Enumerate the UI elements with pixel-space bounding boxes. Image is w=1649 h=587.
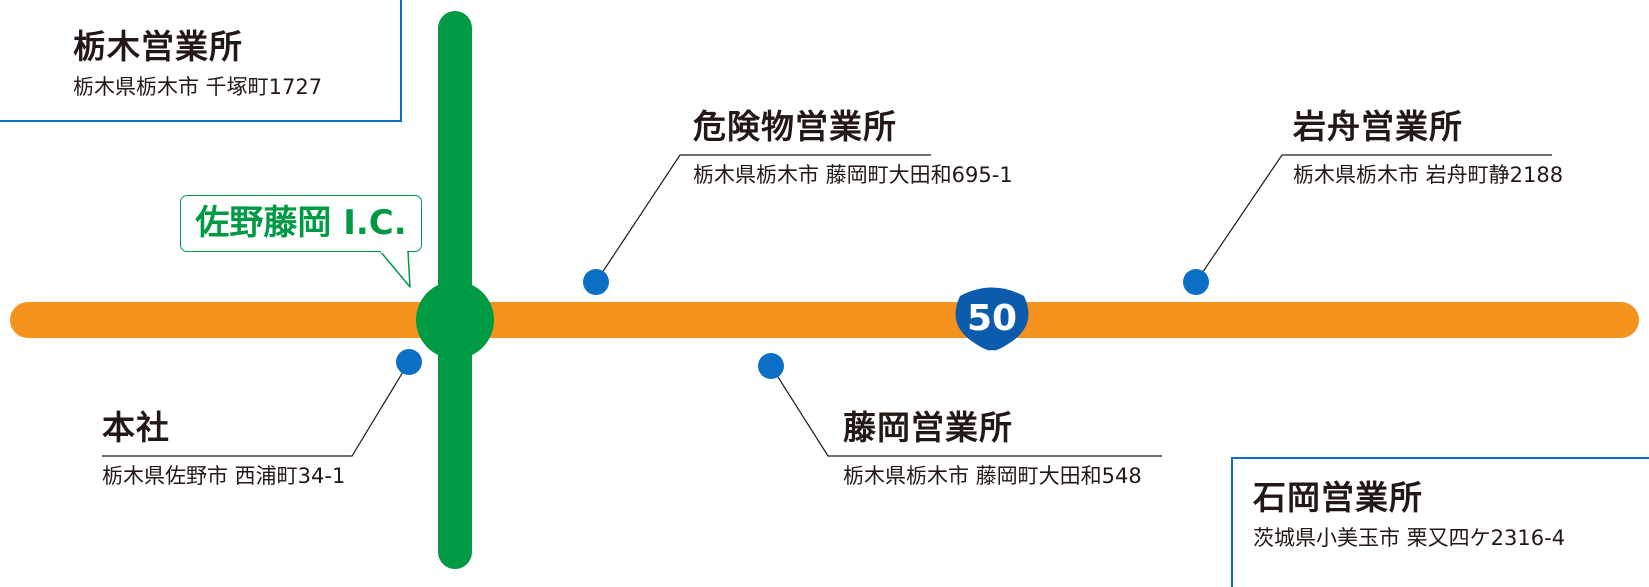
- office-iwafune[interactable]: 岩舟営業所 栃木県栃木市 岩舟町静2188: [1293, 107, 1563, 189]
- office-name-ishioka: 石岡営業所: [1253, 478, 1423, 517]
- marker-honsha[interactable]: [396, 349, 422, 375]
- office-address-ishioka: 茨城県小美玉市 栗又四ケ2316-4: [1253, 526, 1566, 550]
- leader-line-iwafune: [1195, 154, 1552, 283]
- office-address-tochigi: 栃木県栃木市 千塚町1727: [73, 75, 323, 99]
- route-number: 50: [966, 298, 1018, 339]
- office-box-ishioka: [1231, 457, 1649, 587]
- route-50-shield: [955, 287, 1029, 351]
- office-name-iwafune: 岩舟営業所: [1293, 107, 1463, 146]
- office-kikenbutsu[interactable]: 危険物営業所 栃木県栃木市 藤岡町大田和695-1: [693, 107, 1013, 189]
- office-fujioka[interactable]: 藤岡営業所 栃木県栃木市 藤岡町大田和548: [843, 408, 1142, 490]
- leader-line-kikenbutsu: [595, 154, 931, 283]
- marker-kikenbutsu[interactable]: [583, 269, 609, 295]
- office-name-fujioka: 藤岡営業所: [843, 408, 1013, 447]
- office-tochigi[interactable]: 栃木営業所 栃木県栃木市 千塚町1727: [73, 27, 322, 101]
- office-address-honsha: 栃木県佐野市 西浦町34-1: [102, 464, 346, 488]
- marker-fujioka[interactable]: [758, 353, 784, 379]
- office-name-tochigi: 栃木営業所: [73, 27, 243, 66]
- leader-line-fujioka: [770, 365, 1162, 457]
- office-name-honsha: 本社: [102, 408, 170, 447]
- leader-line-honsha: [102, 361, 410, 457]
- ic-callout-pointer: [379, 250, 411, 288]
- ic-callout-seam: [381, 249, 407, 253]
- office-address-kikenbutsu: 栃木県栃木市 藤岡町大田和695-1: [693, 163, 1013, 187]
- office-address-iwafune: 栃木県栃木市 岩舟町静2188: [1293, 163, 1564, 187]
- marker-iwafune[interactable]: [1183, 269, 1209, 295]
- interchange-marker[interactable]: [416, 281, 494, 359]
- office-name-kikenbutsu: 危険物営業所: [693, 107, 897, 146]
- office-ishioka[interactable]: 石岡営業所 茨城県小美玉市 栗又四ケ2316-4: [1253, 478, 1565, 552]
- interchange-label: 佐野藤岡 I.C.: [180, 195, 422, 252]
- office-box-tochigi: [0, 0, 402, 122]
- office-address-fujioka: 栃木県栃木市 藤岡町大田和548: [843, 464, 1142, 488]
- office-honsha[interactable]: 本社 栃木県佐野市 西浦町34-1: [102, 408, 345, 490]
